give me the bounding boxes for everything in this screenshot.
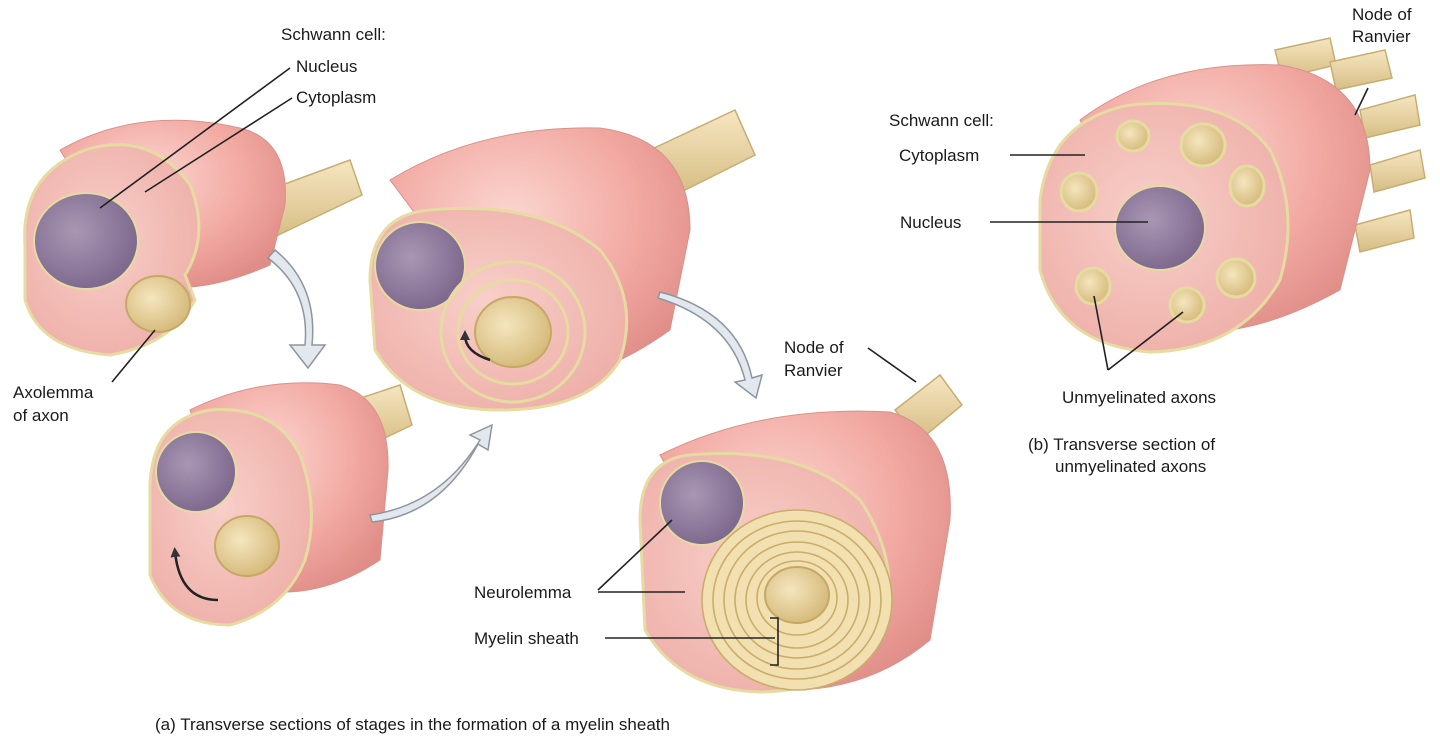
stage-2-schwann-cell xyxy=(148,382,413,627)
label-ranvier-b: Ranvier xyxy=(1352,27,1411,46)
arrow-stage2-to-3 xyxy=(369,423,493,523)
label-node-of-b: Node of xyxy=(1352,5,1412,24)
label-unmyelinated-axons: Unmyelinated axons xyxy=(1062,388,1217,407)
label-axolemma: Axolemma xyxy=(13,383,94,402)
stage-1-schwann-cell xyxy=(23,119,363,357)
label-node-of-a: Node of xyxy=(784,338,844,357)
label-cytoplasm-a: Cytoplasm xyxy=(296,88,377,107)
label-schwann-cell-a: Schwann cell: xyxy=(281,25,386,44)
stage-4-myelinated-axon xyxy=(638,373,964,694)
leader-lines xyxy=(99,67,1369,666)
caption-b-line2: unmyelinated axons xyxy=(1055,457,1207,476)
transition-arrows xyxy=(266,248,764,523)
arrow-stage1-to-2 xyxy=(266,248,327,370)
arrow-stage3-to-4 xyxy=(657,291,764,400)
label-cytoplasm-b: Cytoplasm xyxy=(899,146,980,165)
label-schwann-cell-b: Schwann cell: xyxy=(889,111,994,130)
caption-b-line1: (b) Transverse section of xyxy=(1028,435,1216,454)
label-ranvier-a: Ranvier xyxy=(784,361,843,380)
label-nucleus-a: Nucleus xyxy=(296,57,358,76)
stage-3-schwann-cell xyxy=(368,108,756,412)
label-nucleus-b: Nucleus xyxy=(900,213,962,232)
label-neurolemma: Neurolemma xyxy=(474,583,572,602)
caption-a: (a) Transverse sections of stages in the… xyxy=(155,715,670,734)
unmyelinated-axon-bundle xyxy=(1038,37,1426,354)
label-of-axon: of axon xyxy=(13,406,69,425)
label-myelin-sheath: Myelin sheath xyxy=(474,629,579,648)
